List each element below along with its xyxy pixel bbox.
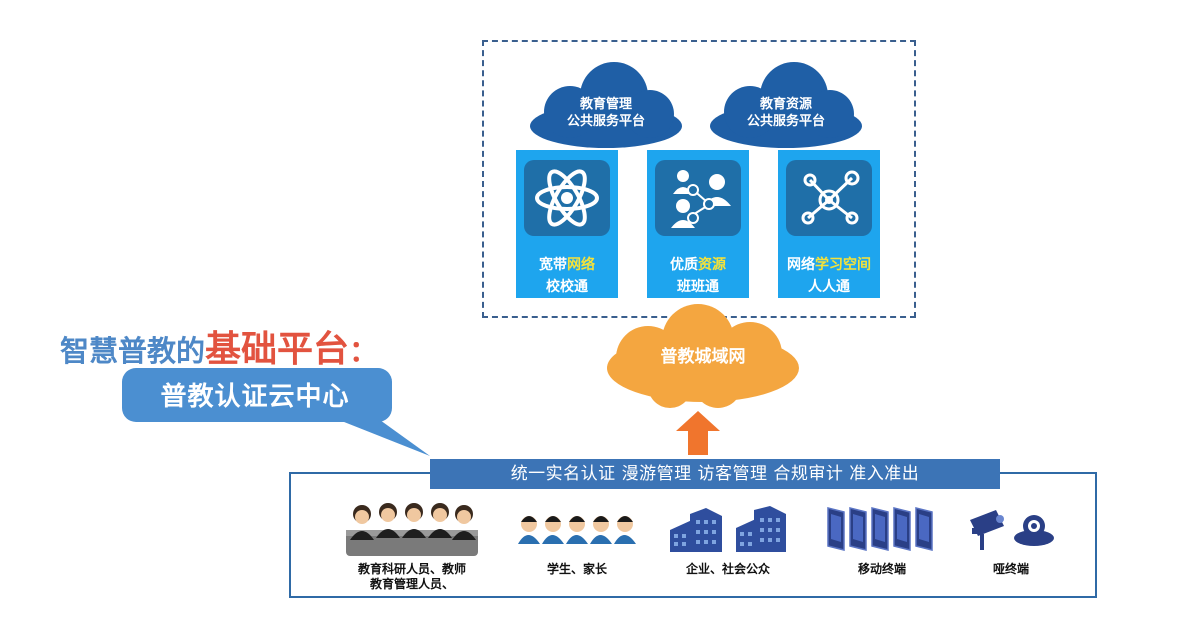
headline: 智慧普教的基础平台： bbox=[60, 320, 378, 372]
group-dumb-terminals-label: 哑终端 bbox=[992, 562, 1029, 576]
card-tile bbox=[655, 160, 741, 236]
bubble-label: 普教认证云中心 bbox=[160, 382, 350, 412]
card-title: 网络学习空间 bbox=[787, 257, 871, 273]
card-title: 宽带网络 bbox=[539, 257, 595, 273]
cloud-label-management: 教育管理 公共服务平台 bbox=[566, 97, 645, 129]
atom-icon bbox=[535, 169, 599, 227]
card-quality-resources: 优质资源 班班通 bbox=[647, 150, 749, 298]
mobile-devices-icon bbox=[827, 507, 933, 551]
group-teachers bbox=[344, 500, 480, 558]
network-cloud-label: 普教城域网 bbox=[660, 347, 746, 367]
speech-bubble bbox=[122, 368, 430, 456]
business-people-icon bbox=[346, 503, 478, 556]
camera-icon bbox=[970, 510, 1054, 550]
headline-prefix: 智慧普教的 bbox=[60, 334, 206, 368]
card-tile bbox=[524, 160, 610, 236]
people-network-icon bbox=[671, 170, 731, 228]
group-students-label: 学生、家长 bbox=[546, 562, 607, 576]
group-teachers-label: 教育科研人员、教师 教育管理人员、 bbox=[357, 562, 466, 591]
share-nodes-icon bbox=[801, 170, 860, 225]
card-broadband-network: 宽带网络 校校通 bbox=[516, 150, 618, 298]
auth-features-banner: 统一实名认证 漫游管理 访客管理 合规审计 准入准出 bbox=[430, 459, 1000, 489]
cloud-icon bbox=[710, 62, 862, 148]
card-learning-space: 网络学习空间 人人通 bbox=[778, 150, 880, 298]
group-mobile-label: 移动终端 bbox=[857, 562, 906, 576]
card-subtitle: 校校通 bbox=[546, 279, 588, 295]
buildings-icon bbox=[670, 506, 786, 552]
card-tile bbox=[786, 160, 872, 236]
group-enterprises bbox=[664, 504, 792, 554]
headline-emphasis: 基础平台 bbox=[205, 329, 350, 370]
group-enterprises-label: 企业、社会公众 bbox=[685, 562, 770, 576]
card-title: 优质资源 bbox=[670, 257, 726, 273]
network-cloud-icon bbox=[607, 304, 799, 408]
headline-colon: ： bbox=[349, 334, 379, 368]
arrow-up-icon bbox=[676, 411, 720, 455]
group-mobile bbox=[824, 504, 940, 554]
card-subtitle: 人人通 bbox=[808, 279, 850, 295]
card-subtitle: 班班通 bbox=[677, 279, 719, 295]
cloud-icon bbox=[530, 62, 682, 148]
cloud-label-resources: 教育资源 公共服务平台 bbox=[746, 97, 825, 129]
group-students bbox=[516, 510, 638, 546]
students-icon bbox=[518, 516, 636, 544]
group-dumb-terminals bbox=[964, 506, 1060, 554]
